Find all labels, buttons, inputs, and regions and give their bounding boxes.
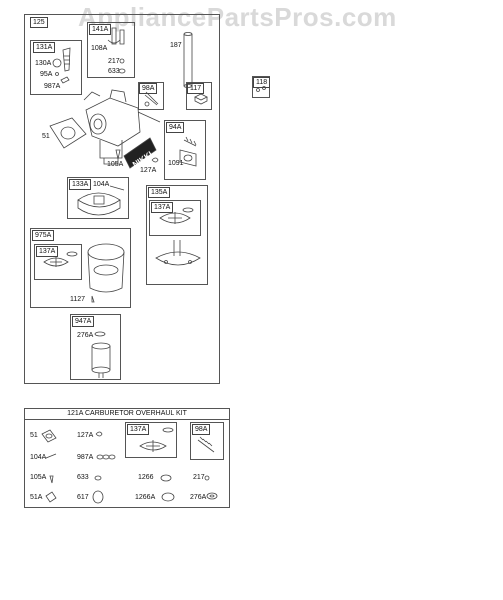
kit-title: 121A CARBURETOR OVERHAUL KIT	[24, 408, 230, 420]
tag-125[interactable]: 125	[30, 17, 48, 28]
kit-label-104A[interactable]: 104A	[30, 454, 47, 461]
throttle-screw-part[interactable]	[144, 91, 159, 107]
kit-label-127A[interactable]: 127A	[77, 432, 94, 439]
tag-135A[interactable]: 135A	[148, 187, 171, 198]
box-135A	[146, 185, 208, 285]
idle-assembly-94A-part[interactable]	[179, 136, 197, 167]
label-987A[interactable]: 987A	[44, 83, 61, 90]
kit-tag-137A[interactable]: 137A	[127, 424, 150, 435]
kit-needle-105A-part[interactable]	[49, 475, 54, 484]
tag-94A[interactable]: 94A	[166, 122, 185, 133]
label-276A[interactable]: 276A	[77, 332, 94, 339]
bowl-assembly-975A-part[interactable]	[43, 243, 125, 303]
kit-gasket-51-part[interactable]	[41, 429, 57, 443]
carburetor-body-part[interactable]	[83, 89, 161, 165]
label-1127[interactable]: 1127	[70, 296, 86, 303]
tag-975A-137A[interactable]: 137A	[36, 246, 59, 257]
kit-gasket-51A-part[interactable]	[45, 491, 57, 503]
tag-133A[interactable]: 133A	[69, 179, 92, 190]
tag-117[interactable]: 117	[187, 83, 205, 94]
box-94A	[164, 120, 206, 180]
kit-jet-217-part[interactable]	[204, 475, 210, 481]
nut-117-part[interactable]	[194, 93, 208, 105]
gasket-51-part[interactable]	[49, 117, 87, 149]
kit-box-98A	[190, 422, 224, 460]
fuel-tube-part[interactable]	[183, 32, 193, 88]
tag-135A-137A[interactable]: 137A	[151, 202, 174, 213]
kit-label-1266[interactable]: 1266	[138, 474, 154, 481]
kit-label-51A[interactable]: 51A	[30, 494, 43, 501]
label-104A[interactable]: 104A	[93, 181, 110, 188]
tag-131A[interactable]: 131A	[33, 42, 56, 53]
tag-98A[interactable]: 98A	[139, 83, 158, 94]
label-95A[interactable]: 95A	[40, 71, 53, 78]
box-947A	[70, 314, 121, 380]
box-117	[186, 82, 212, 110]
mixture-screw-part[interactable]	[52, 47, 71, 84]
kit-spring-98A-part[interactable]	[197, 436, 215, 453]
tag-975A[interactable]: 975A	[32, 230, 55, 241]
kit-label-51[interactable]: 51	[30, 432, 38, 439]
needle-105A-part[interactable]	[115, 149, 121, 160]
box-135A-137A	[149, 200, 201, 236]
kit-label-217[interactable]: 217	[193, 474, 205, 481]
screw-118-part[interactable]	[256, 86, 266, 92]
kit-label-617[interactable]: 617	[77, 494, 89, 501]
box-975A	[30, 228, 131, 308]
kit-shaft-104A-part[interactable]	[45, 453, 57, 459]
kit-label-276A[interactable]: 276A	[190, 494, 207, 501]
box-133A	[67, 177, 129, 219]
kit-label-633[interactable]: 633	[77, 474, 89, 481]
solenoid-947A-part[interactable]	[91, 331, 111, 378]
box-141A	[87, 22, 135, 78]
label-108A[interactable]: 108A	[91, 45, 108, 52]
kit-tag-98A[interactable]: 98A	[192, 424, 211, 435]
kit-seal-276A-part[interactable]	[206, 492, 218, 500]
kit-diaphragm-137A-part[interactable]	[139, 427, 174, 452]
kit-box	[24, 408, 230, 508]
tag-947A[interactable]: 947A	[72, 316, 95, 327]
watermark: AppliancePartsPros.com	[78, 2, 397, 32]
box-975A-137A	[34, 244, 82, 280]
label-1091[interactable]: 1091	[168, 160, 184, 167]
main-assembly-box	[24, 14, 220, 384]
clip-127A-part[interactable]	[151, 157, 159, 163]
kit-ring-1266A-part[interactable]	[161, 492, 175, 502]
kit-ring-1266-part[interactable]	[160, 474, 172, 482]
tag-141A[interactable]: 141A	[89, 24, 112, 35]
float-bowl-135A-part[interactable]	[155, 207, 201, 266]
label-51[interactable]: 51	[42, 133, 50, 140]
kit-label-105A[interactable]: 105A	[30, 474, 47, 481]
kit-clip-127A-part[interactable]	[95, 431, 103, 437]
box-131A	[30, 40, 82, 95]
label-187[interactable]: 187	[170, 42, 182, 49]
box-98A	[138, 82, 164, 110]
kit-washer-633-part[interactable]	[94, 475, 102, 481]
kit-label-987A[interactable]: 987A	[77, 454, 94, 461]
label-130A[interactable]: 130A	[35, 60, 52, 67]
kit-ring-617-part[interactable]	[92, 490, 104, 504]
kit-seals-987A-part[interactable]	[96, 454, 116, 460]
label-105A[interactable]: 105A	[107, 161, 124, 168]
label-633[interactable]: 633	[108, 68, 120, 75]
label-217[interactable]: 217	[108, 58, 120, 65]
kit-box-137A	[125, 422, 177, 458]
pilot-jet-part[interactable]	[107, 27, 126, 74]
float-133A-part[interactable]	[77, 185, 125, 216]
tag-118[interactable]: 118	[253, 77, 271, 88]
kit-label-1266A[interactable]: 1266A	[135, 494, 156, 501]
label-127A[interactable]: 127A	[140, 167, 157, 174]
nikki-label: NIKKI	[123, 137, 157, 169]
